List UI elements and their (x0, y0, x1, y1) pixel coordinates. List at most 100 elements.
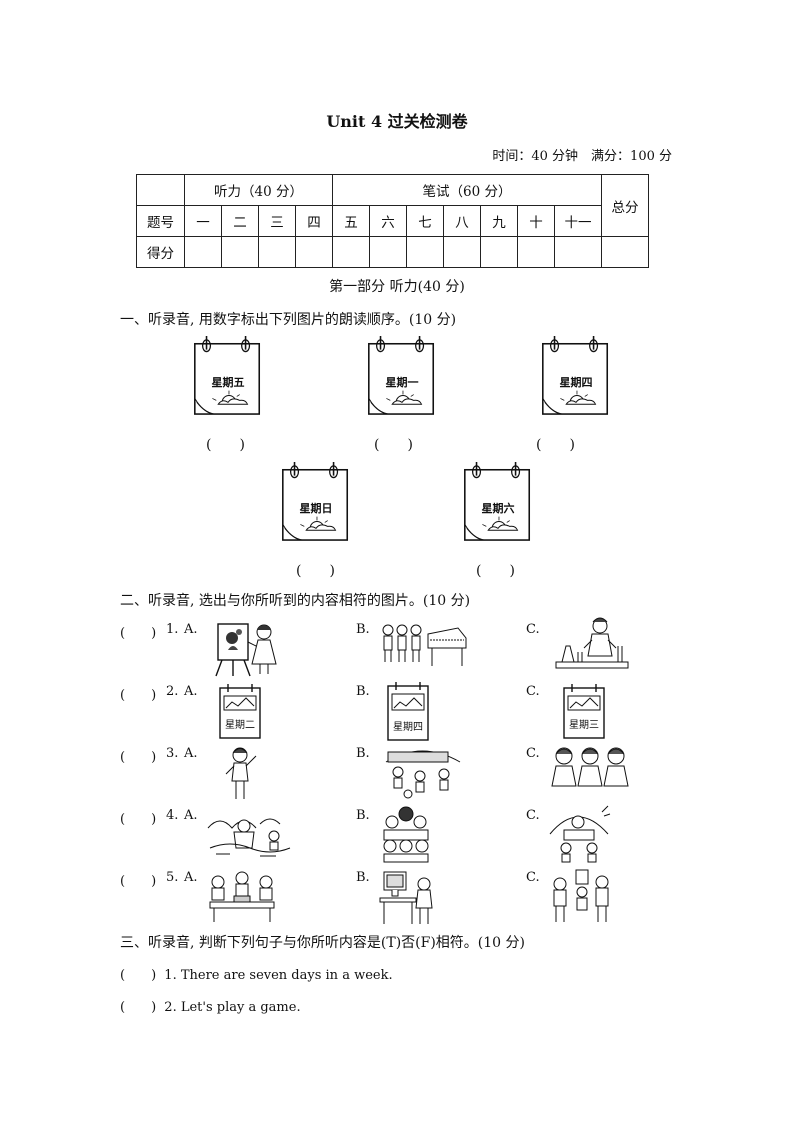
class-picture (383, 806, 429, 863)
number-cell: 六 (369, 205, 407, 237)
question-row: ( ) 4. A. B. C. (120, 805, 680, 868)
calendar-image: 星期五 (192, 334, 264, 420)
calendar-label: 星期二 (225, 720, 255, 731)
page-title: Unit 4 过关检测卷 (326, 112, 468, 131)
number-cell: 一 (184, 205, 222, 237)
part-one-heading: 第一部分 听力(40 分) (329, 279, 465, 295)
girls-picture (551, 747, 629, 787)
item-number: 3. (166, 746, 179, 761)
section1-title: 一、听录音, 用数字标出下列图片的朗读顺序。(10 分) (120, 312, 457, 328)
answer-blank[interactable]: ( ) (476, 563, 515, 579)
score-table: 听力（40 分） 笔试（60 分） 总分 题号 一 二 三 四 五 六 七 八 … (136, 174, 649, 268)
question-row: ( ) 2. A. B. C. 星期二 星期四 星期三 (120, 682, 680, 744)
answer-blank[interactable]: ( ) (536, 437, 575, 453)
calendar-image: 星期一 (366, 334, 438, 420)
option-c-label: C. (526, 684, 540, 699)
score-cell[interactable] (221, 236, 259, 268)
section2-title: 二、听录音, 选出与你所听到的内容相符的图片。(10 分) (120, 593, 471, 609)
answer-blank[interactable]: ( ) (120, 626, 157, 641)
row-label-score: 得分 (136, 236, 185, 268)
calendar-picture: 星期四 (386, 680, 430, 742)
calendar-label: 星期四 (559, 376, 593, 389)
score-cell[interactable] (406, 236, 444, 268)
option-c-label: C. (526, 622, 540, 637)
score-cell[interactable] (295, 236, 333, 268)
calendar-label: 星期五 (211, 376, 245, 389)
sentence-text: 1. There are seven days in a week. (164, 968, 393, 983)
answer-blank[interactable]: ( ) (206, 437, 245, 453)
board-game-picture (209, 871, 275, 922)
park-picture (207, 818, 291, 857)
calendar-image: 星期日 (280, 460, 352, 546)
science-picture (555, 617, 629, 669)
item-number: 2. (166, 684, 179, 699)
option-b-label: B. (356, 870, 370, 885)
option-c-label: C. (526, 746, 540, 761)
time-info: 时间：40 分钟 满分：100 分 (492, 149, 672, 164)
option-a-label: A. (184, 684, 198, 699)
score-cell[interactable] (480, 236, 518, 268)
sentence-row: ( ) 1. There are seven days in a week. (120, 964, 393, 983)
answer-blank[interactable]: ( ) (120, 688, 157, 703)
item-number: 4. (166, 808, 179, 823)
score-cell[interactable] (554, 236, 602, 268)
option-b-label: B. (356, 808, 370, 823)
score-cell[interactable] (258, 236, 296, 268)
question-row: ( ) 5. A. B. C. (120, 869, 680, 930)
total-header: 总分 (601, 174, 649, 237)
score-cell[interactable] (443, 236, 481, 268)
family-picture (553, 869, 609, 922)
option-b-label: B. (356, 684, 370, 699)
number-cell: 四 (295, 205, 333, 237)
item-number: 5. (166, 870, 179, 885)
number-cell: 十 (517, 205, 555, 237)
answer-blank[interactable]: ( ) (120, 1000, 157, 1015)
item-number: 1. (166, 622, 179, 637)
sentence-row: ( ) 2. Let's play a game. (120, 996, 301, 1015)
number-cell: 七 (406, 205, 444, 237)
number-cell: 三 (258, 205, 296, 237)
playground-picture (385, 750, 461, 799)
painting-picture (215, 623, 277, 677)
number-cell: 二 (221, 205, 259, 237)
option-b-label: B. (356, 622, 370, 637)
number-cell: 十一 (554, 205, 602, 237)
option-a-label: A. (184, 870, 198, 885)
answer-blank[interactable]: ( ) (374, 437, 413, 453)
row-label-number: 题号 (136, 205, 185, 237)
option-a-label: A. (184, 746, 198, 761)
score-cell[interactable] (332, 236, 370, 268)
answer-blank[interactable]: ( ) (120, 874, 157, 889)
option-c-label: C. (526, 808, 540, 823)
calendar-image: 星期六 (462, 460, 534, 546)
boy-picture (225, 747, 257, 799)
score-cell[interactable] (517, 236, 555, 268)
answer-blank[interactable]: ( ) (120, 812, 157, 827)
calendar-label: 星期三 (569, 720, 599, 731)
corner-cell (136, 174, 185, 206)
crowd-picture (549, 805, 611, 863)
answer-blank[interactable]: ( ) (120, 750, 157, 765)
number-cell: 九 (480, 205, 518, 237)
section3-title: 三、听录音, 判断下列句子与你所听内容是(T)否(F)相符。(10 分) (120, 935, 525, 951)
answer-blank[interactable]: ( ) (296, 563, 335, 579)
computer-picture (379, 871, 433, 924)
number-cell: 八 (443, 205, 481, 237)
calendar-label: 星期四 (393, 722, 423, 733)
question-row: ( ) 1. A. B. C. (120, 617, 680, 682)
option-c-label: C. (526, 870, 540, 885)
score-cell[interactable] (369, 236, 407, 268)
answer-blank[interactable]: ( ) (120, 968, 157, 983)
score-cell[interactable] (601, 236, 649, 268)
option-b-label: B. (356, 746, 370, 761)
listening-header: 听力（40 分） (184, 174, 333, 206)
option-a-label: A. (184, 808, 198, 823)
music-class-picture (382, 624, 467, 666)
score-cell[interactable] (184, 236, 222, 268)
number-cell: 五 (332, 205, 370, 237)
calendar-picture: 星期二 (218, 682, 262, 740)
calendar-image: 星期四 (540, 334, 612, 420)
question-row: ( ) 3. A. B. C. (120, 746, 680, 806)
writing-header: 笔试（60 分） (332, 174, 602, 206)
calendar-label: 星期日 (299, 502, 333, 515)
